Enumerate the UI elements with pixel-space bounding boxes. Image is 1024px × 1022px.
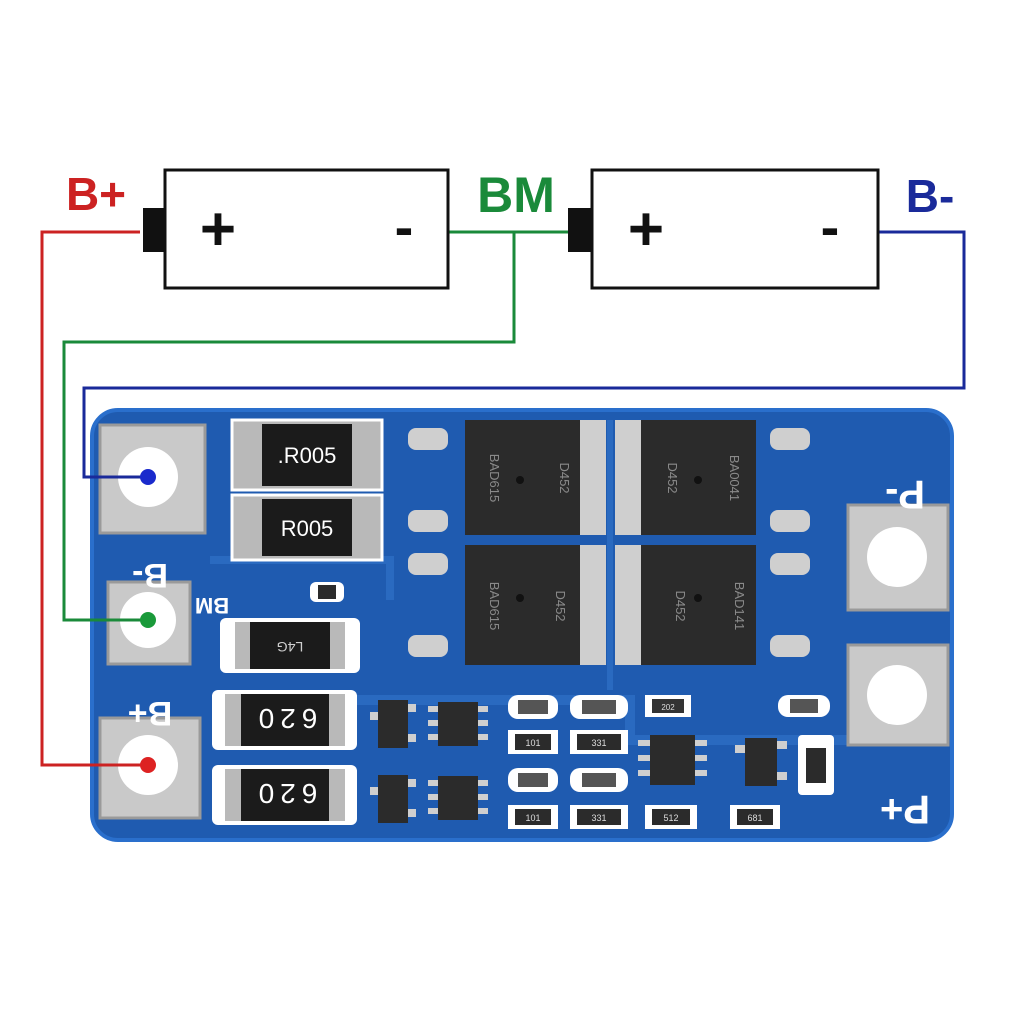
smd-1-label: 101 [525,738,540,748]
terminal-bm-label: BM [477,167,555,223]
smd-5-label: 512 [663,813,678,823]
resistor-r005-bottom: R005 [230,493,384,562]
terminal-b-minus-label: B- [906,170,955,222]
ic-sot-1 [370,700,416,748]
mosfet-4-label-a: D452 [673,590,688,621]
dot-bm [140,612,156,628]
fuse-bottom-label: 620 [253,778,318,809]
battery-2-plus: + [628,195,664,264]
mosfet-3-label-a: D452 [553,590,568,621]
ic-dual-2 [428,776,488,820]
wire-bm [62,230,568,622]
terminal-b-plus-label: B+ [66,168,126,220]
resistor-top-label: .R005 [278,443,337,468]
mosfet-1: D452 BAD615 [408,420,606,535]
fuse-bottom: 620 [212,765,357,825]
smd-7-label: 681 [747,813,762,823]
ic-protection-2 [735,738,787,786]
resistor-bottom-label: R005 [281,516,334,541]
pad-b-minus [98,423,207,535]
smd-2-label: 331 [591,738,606,748]
fuse-top: 620 [212,690,357,750]
ic-protection-1 [638,735,707,785]
battery-2: + - [568,168,880,290]
diode-label: L4G [277,639,303,655]
mosfet-3-label-b: BAD615 [487,582,502,630]
ic-sot-2 [370,775,416,823]
battery-2-minus: - [821,195,840,258]
ic-dual-1 [428,702,488,746]
silk-p-minus-label: P- [885,472,925,516]
wire-b-plus [40,230,148,767]
mosfet-2-label-a: D452 [665,462,680,493]
pad-p-plus [846,643,950,747]
silk-b-minus-label: B- [132,556,168,594]
wire-b-minus [82,230,966,479]
dot-b-minus [140,469,156,485]
diode: L4G [220,618,360,673]
battery-1: + - [143,168,450,290]
mosfet-4: D452 BAD141 [615,545,810,665]
pad-p-minus [846,503,950,612]
silk-bm-label: BM [195,593,229,618]
battery-1-plus: + [200,195,236,264]
mosfet-1-label-b: BAD615 [487,454,502,502]
smd-3-label: 101 [525,813,540,823]
smd-small-1 [310,582,344,602]
mosfet-2: D452 BA0041 [615,420,810,535]
smd-white-right [798,735,834,795]
resistor-r005-top: .R005 [230,418,384,492]
mosfet-4-label-b: BAD141 [732,582,747,630]
smd-row-mid [508,730,628,792]
mosfet-3: D452 BAD615 [408,545,606,665]
smd-6-label: 202 [661,703,675,712]
smd-row-bottom [508,805,780,829]
mosfet-1-label-a: D452 [557,462,572,493]
silk-p-plus-label: P+ [880,787,930,831]
smd-4-label: 331 [591,813,606,823]
smd-row-top [508,695,830,719]
dot-b-plus [140,757,156,773]
silk-b-plus-label: B+ [128,694,172,732]
battery-1-minus: - [395,195,414,258]
fuse-top-label: 620 [253,703,318,734]
mosfet-2-label-b: BA0041 [727,455,742,501]
